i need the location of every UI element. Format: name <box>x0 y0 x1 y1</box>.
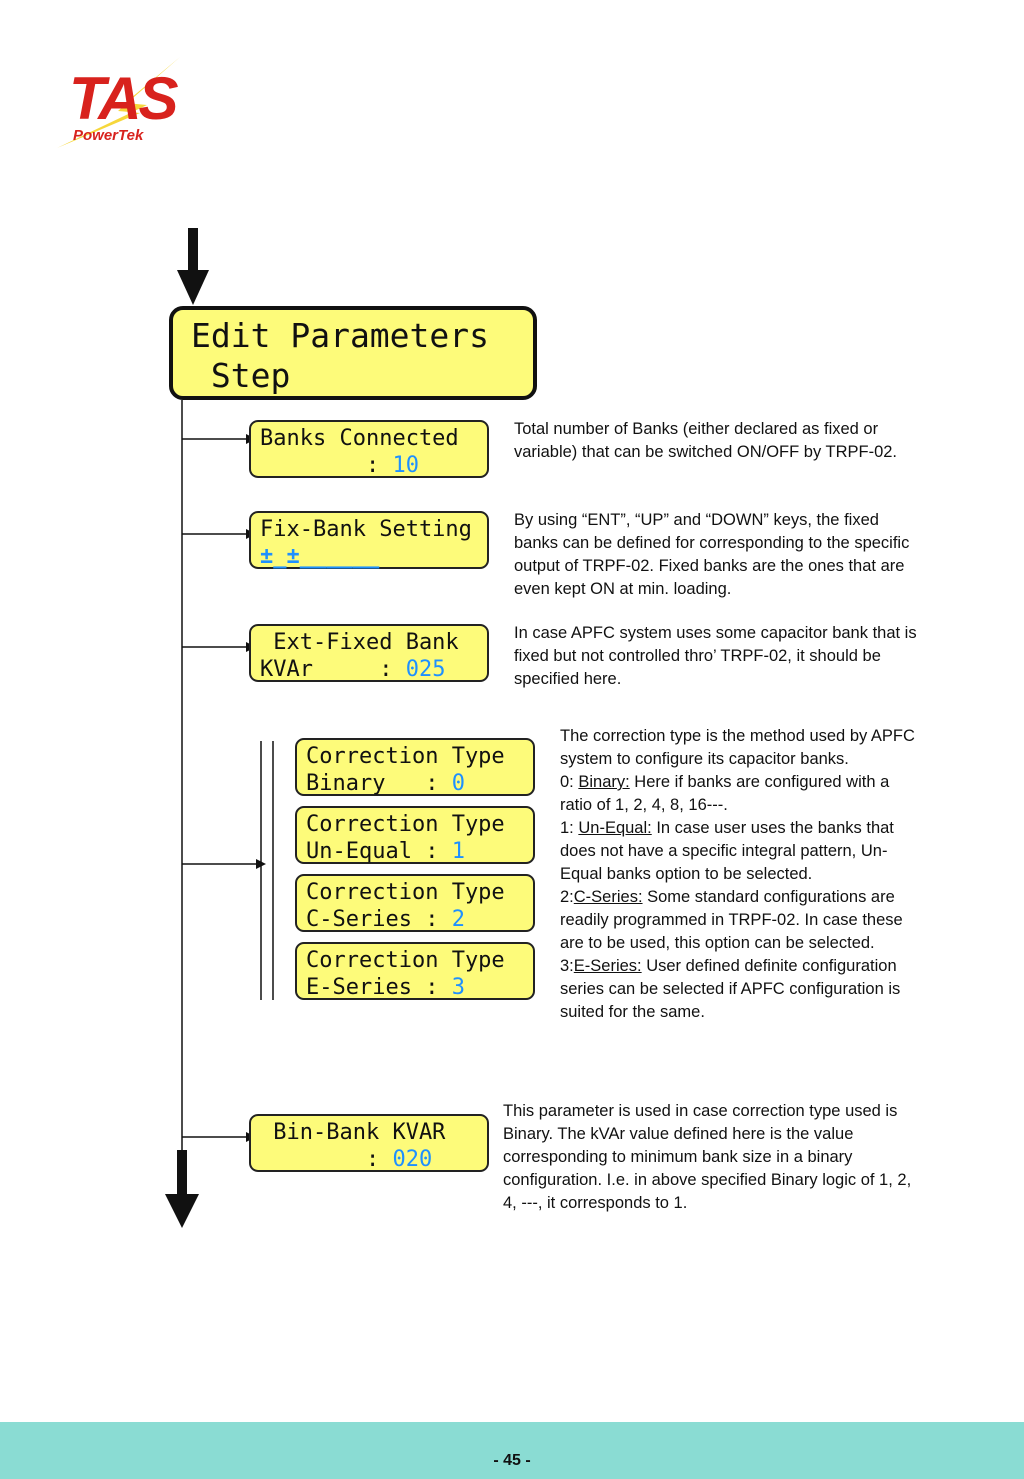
logo-subtitle: PowerTek <box>73 127 144 144</box>
unequal-term: Un-Equal: <box>578 819 652 837</box>
top-arrow-head <box>177 270 209 305</box>
correction-type-value: 2 <box>451 907 465 932</box>
cseries-term: C-Series: <box>573 888 643 906</box>
banks-connected-label: Banks Connected <box>260 426 459 451</box>
bin-bank-kvar-box: Bin-Bank KVAR : 020 <box>249 1114 489 1172</box>
correction-type-binary-box: Correction Type Binary : 0 <box>295 738 535 796</box>
eseries-term: E-Series: <box>573 957 642 975</box>
fix-bank-setting-label: Fix-Bank Setting <box>260 517 472 542</box>
ext-fixed-bank-description: In case APFC system uses some capacitor … <box>514 624 917 688</box>
banks-connected-value-line: : 10 <box>260 453 419 478</box>
bin-bank-kvar-value-line: : 020 <box>260 1147 433 1172</box>
company-logo: TAS PowerTek <box>55 55 190 150</box>
fix-bank-setting-box: Fix-Bank Setting ±_±______ <box>249 511 489 569</box>
ext-fixed-bank-label: Ext-Fixed Bank <box>260 630 459 655</box>
footer-bar <box>0 1422 1024 1479</box>
correction-type-unequal-box: Correction Type Un-Equal : 1 <box>295 806 535 864</box>
page-number: - 45 - <box>493 1452 531 1469</box>
correction-type-cseries-box: Correction Type C-Series : 2 <box>295 874 535 932</box>
correction-type-value: 1 <box>451 839 465 864</box>
bin-bank-kvar-description: This parameter is used in case correctio… <box>503 1102 912 1212</box>
correction-type-eseries-box: Correction Type E-Series : 3 <box>295 942 535 1000</box>
banks-connected-value: 10 <box>392 453 419 478</box>
ext-fixed-bank-box: Ext-Fixed Bank KVAr : 025 <box>249 624 489 682</box>
banks-connected-box: Banks Connected : 10 <box>249 420 489 478</box>
binary-term: Binary: <box>578 773 630 791</box>
bin-bank-kvar-label: Bin-Bank KVAR <box>260 1120 446 1145</box>
correction-type-value: 0 <box>451 771 465 796</box>
logo-brand: TAS <box>69 65 179 132</box>
top-arrow-shaft <box>188 228 198 272</box>
bottom-arrow-head <box>165 1194 199 1228</box>
ext-fixed-bank-value: 025 <box>405 657 446 682</box>
correction-type-value: 3 <box>451 975 465 1000</box>
main-box-line2: Step <box>191 356 291 395</box>
main-box-line1: Edit Parameters <box>191 316 490 355</box>
fix-bank-pattern: ±_±______ <box>260 544 380 569</box>
banks-connected-description: Total number of Banks (either declared a… <box>514 420 898 461</box>
correction-type-description: The correction type is the method used b… <box>560 727 915 1021</box>
bin-bank-kvar-value: 020 <box>392 1147 433 1172</box>
bottom-arrow-shaft <box>177 1150 187 1196</box>
edit-parameters-step-box: Edit Parameters Step <box>169 306 537 400</box>
fix-bank-description: By using “ENT”, “UP” and “DOWN” keys, th… <box>514 511 910 598</box>
ext-fixed-bank-value-line: KVAr : 025 <box>260 657 446 682</box>
